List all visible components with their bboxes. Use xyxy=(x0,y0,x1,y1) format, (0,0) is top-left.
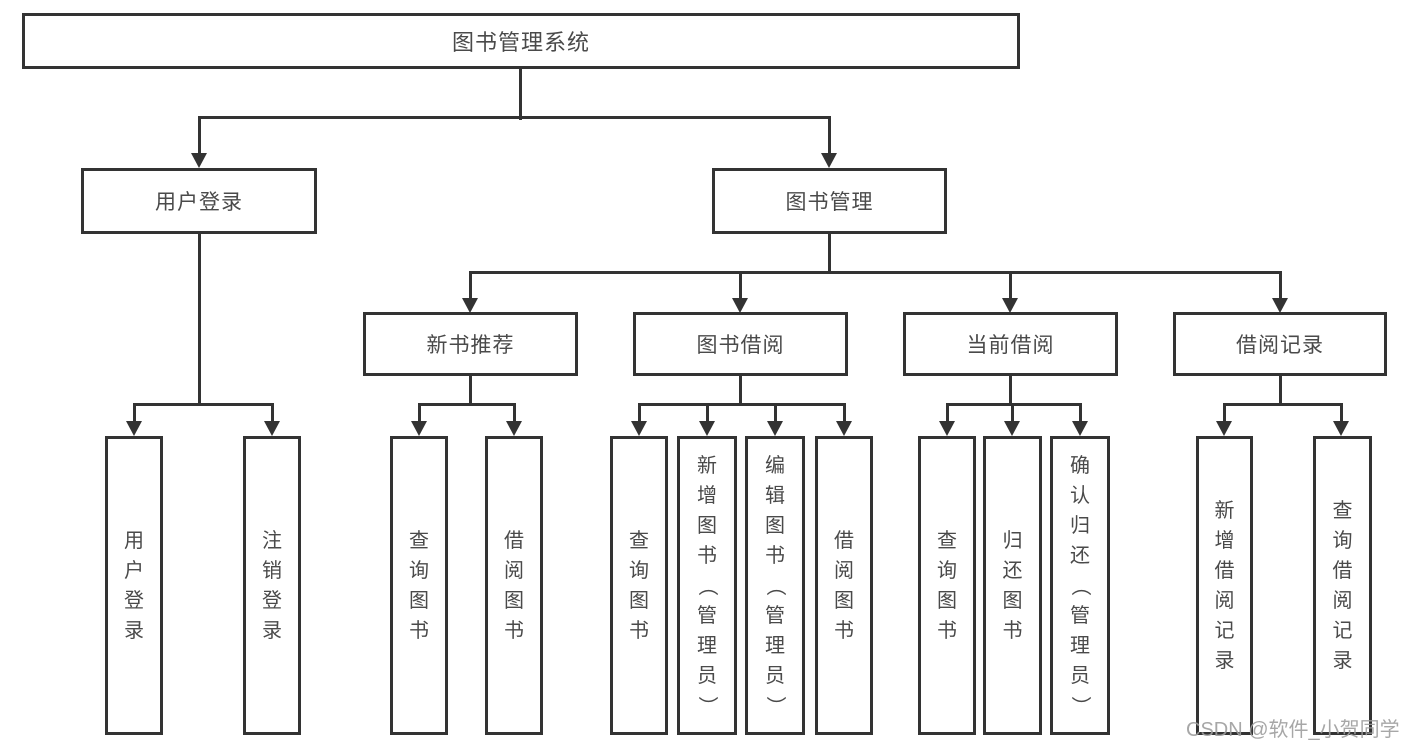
leaf-borrowing-edit-books-admin-label: 编辑图书（管理员） xyxy=(764,454,786,716)
node-user-login-label: 用户登录 xyxy=(155,191,243,214)
node-current-borrowing: 当前借阅 xyxy=(903,312,1118,376)
leaf-borrowing-add-books-admin: 新增图书（管理员） xyxy=(677,436,737,735)
edge-drop-leaf xyxy=(513,403,516,423)
leaf-current-query-books-label: 查询图书 xyxy=(937,529,957,642)
arrowhead-leaf xyxy=(1004,421,1020,436)
leaf-logout-label: 注销登录 xyxy=(262,529,282,642)
edge-current-borrowing-hline xyxy=(946,403,1082,406)
arrowhead-leaf xyxy=(1333,421,1349,436)
edge-borrowing-records-trunk xyxy=(1279,376,1282,406)
node-root: 图书管理系统 xyxy=(22,13,1020,69)
leaf-borrowing-edit-books-admin: 编辑图书（管理员） xyxy=(745,436,805,735)
arrowhead-leaf xyxy=(126,421,142,436)
leaf-current-confirm-return-admin: 确认归还（管理员） xyxy=(1050,436,1110,735)
edge-drop-leaf xyxy=(1223,403,1226,423)
node-borrowing-records: 借阅记录 xyxy=(1173,312,1387,376)
arrowhead-leaf xyxy=(631,421,647,436)
arrowhead-book-management xyxy=(821,153,837,168)
edge-new-book-trunk xyxy=(469,376,472,406)
edge-book-management-trunk xyxy=(828,234,831,274)
csdn-watermark: CSDN @软件_小贺同学 xyxy=(1186,719,1400,741)
leaf-records-add-record: 新增借阅记录 xyxy=(1196,436,1253,735)
edge-drop-leaf xyxy=(774,403,777,423)
edge-drop-new-book xyxy=(469,271,472,301)
edge-drop-leaf xyxy=(1011,403,1014,423)
edge-user-login-trunk xyxy=(198,234,201,406)
leaf-newbook-borrow-books-label: 借阅图书 xyxy=(504,529,524,642)
edge-drop-leaf xyxy=(271,403,274,423)
leaf-current-return-books-label: 归还图书 xyxy=(1002,529,1023,642)
node-user-login: 用户登录 xyxy=(81,168,317,234)
leaf-newbook-query-books-label: 查询图书 xyxy=(409,529,429,642)
leaf-borrowing-query-books-label: 查询图书 xyxy=(629,529,649,642)
leaf-borrowing-borrow-books-label: 借阅图书 xyxy=(834,529,854,642)
arrowhead-leaf xyxy=(506,421,522,436)
edge-drop-leaf xyxy=(843,403,846,423)
arrowhead-leaf xyxy=(1216,421,1232,436)
arrowhead-leaf xyxy=(411,421,427,436)
node-book-borrowing-label: 图书借阅 xyxy=(696,334,785,357)
edge-current-borrowing-trunk xyxy=(1009,376,1012,406)
leaf-newbook-query-books: 查询图书 xyxy=(390,436,448,735)
node-current-borrowing-label: 当前借阅 xyxy=(966,334,1055,357)
leaf-newbook-borrow-books: 借阅图书 xyxy=(485,436,543,735)
arrowhead-borrowing-records xyxy=(1272,298,1288,313)
leaf-current-confirm-return-admin-label: 确认归还（管理员） xyxy=(1069,454,1091,716)
edge-drop-current-borrowing xyxy=(1009,271,1012,301)
leaf-records-query-record: 查询借阅记录 xyxy=(1313,436,1372,735)
edge-drop-leaf xyxy=(418,403,421,423)
edge-new-book-hline xyxy=(418,403,516,406)
node-root-label: 图书管理系统 xyxy=(451,30,590,55)
edge-drop-user-login xyxy=(198,116,201,154)
leaf-current-return-books: 归还图书 xyxy=(983,436,1042,735)
edge-borrowing-records-hline xyxy=(1223,403,1343,406)
node-book-management: 图书管理 xyxy=(712,168,947,234)
edge-drop-leaf xyxy=(1079,403,1082,423)
edge-user-login-hline xyxy=(133,403,273,406)
edge-drop-borrowing-records xyxy=(1279,271,1282,301)
arrowhead-leaf xyxy=(264,421,280,436)
leaf-records-query-record-label: 查询借阅记录 xyxy=(1332,499,1353,672)
edge-drop-leaf xyxy=(638,403,641,423)
edge-drop-leaf xyxy=(133,403,136,423)
leaf-records-add-record-label: 新增借阅记录 xyxy=(1214,499,1235,672)
arrowhead-leaf xyxy=(1072,421,1088,436)
arrowhead-new-book xyxy=(462,298,478,313)
node-book-borrowing: 图书借阅 xyxy=(633,312,848,376)
edge-level1-hline xyxy=(198,116,831,119)
node-book-management-label: 图书管理 xyxy=(785,191,874,214)
edge-book-borrowing-hline xyxy=(638,403,846,406)
edge-drop-book-management xyxy=(828,116,831,154)
leaf-borrowing-query-books: 查询图书 xyxy=(610,436,668,735)
arrowhead-leaf xyxy=(939,421,955,436)
arrowhead-book-borrowing xyxy=(732,298,748,313)
node-new-book-recommend-label: 新书推荐 xyxy=(426,334,515,357)
edge-drop-book-borrowing xyxy=(739,271,742,301)
arrowhead-leaf xyxy=(767,421,783,436)
edge-level2-hline xyxy=(469,271,1282,274)
edge-root-trunk xyxy=(519,69,522,120)
arrowhead-current-borrowing xyxy=(1002,298,1018,313)
edge-book-borrowing-trunk xyxy=(739,376,742,406)
node-new-book-recommend: 新书推荐 xyxy=(363,312,578,376)
edge-drop-leaf xyxy=(946,403,949,423)
leaf-logout: 注销登录 xyxy=(243,436,301,735)
edge-drop-leaf xyxy=(706,403,709,423)
leaf-borrowing-borrow-books: 借阅图书 xyxy=(815,436,873,735)
leaf-user-login-label: 用户登录 xyxy=(124,529,144,642)
leaf-borrowing-add-books-admin-label: 新增图书（管理员） xyxy=(696,454,718,716)
arrowhead-leaf xyxy=(836,421,852,436)
node-borrowing-records-label: 借阅记录 xyxy=(1236,334,1324,357)
arrowhead-user-login xyxy=(191,153,207,168)
arrowhead-leaf xyxy=(699,421,715,436)
leaf-current-query-books: 查询图书 xyxy=(918,436,976,735)
edge-drop-leaf xyxy=(1340,403,1343,423)
leaf-user-login: 用户登录 xyxy=(105,436,163,735)
